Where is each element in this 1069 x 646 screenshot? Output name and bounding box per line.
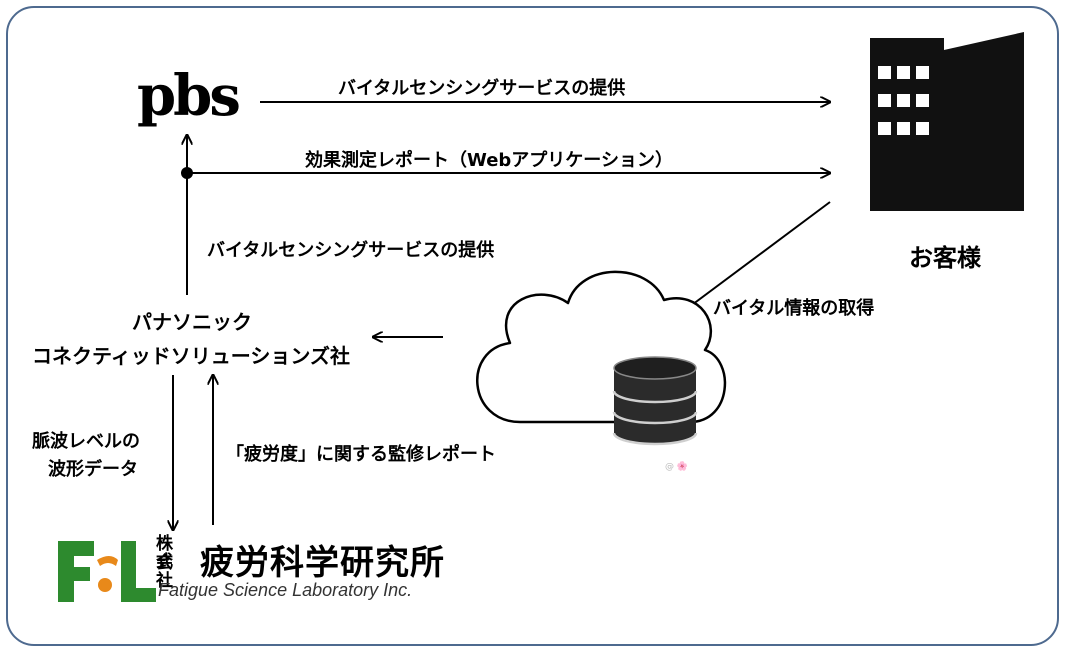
label-panasonic-to-pbs-service: バイタルセンシングサービスの提供 bbox=[207, 240, 495, 261]
label-pbs-to-customer-service: バイタルセンシングサービスの提供 bbox=[338, 78, 626, 99]
label-panasonic-to-fsl-line1: 脈波レベルの bbox=[32, 431, 140, 452]
panasonic-label-line2: コネクティッドソリューションズ社 bbox=[32, 344, 350, 368]
connector-layer bbox=[58, 32, 1024, 602]
fsl-kabushiki-line1: 株式 bbox=[156, 534, 173, 572]
fsl-name-jp: 疲労科学研究所 bbox=[200, 543, 445, 583]
database-icon bbox=[612, 356, 698, 446]
pbs-logo: pbs bbox=[137, 63, 241, 129]
label-report-to-customer: 効果測定レポート（Webアプリケーション） bbox=[305, 150, 673, 171]
panasonic-label-line1: パナソニック bbox=[132, 310, 252, 334]
label-fsl-to-panasonic: 「疲労度」に関する監修レポート bbox=[226, 444, 496, 465]
label-customer-to-cloud: バイタル情報の取得 bbox=[713, 298, 875, 319]
fsl-logo-icon bbox=[58, 541, 156, 602]
fsl-name-en: Fatigue Science Laboratory Inc. bbox=[158, 580, 413, 600]
watermark: @ 🌸 bbox=[665, 462, 689, 472]
customer-label: お客様 bbox=[909, 244, 981, 272]
label-panasonic-to-fsl-line2: 波形データ bbox=[48, 459, 138, 480]
building-icon bbox=[870, 32, 1024, 211]
fsl-kabushiki-line2: 会社 bbox=[156, 553, 173, 591]
